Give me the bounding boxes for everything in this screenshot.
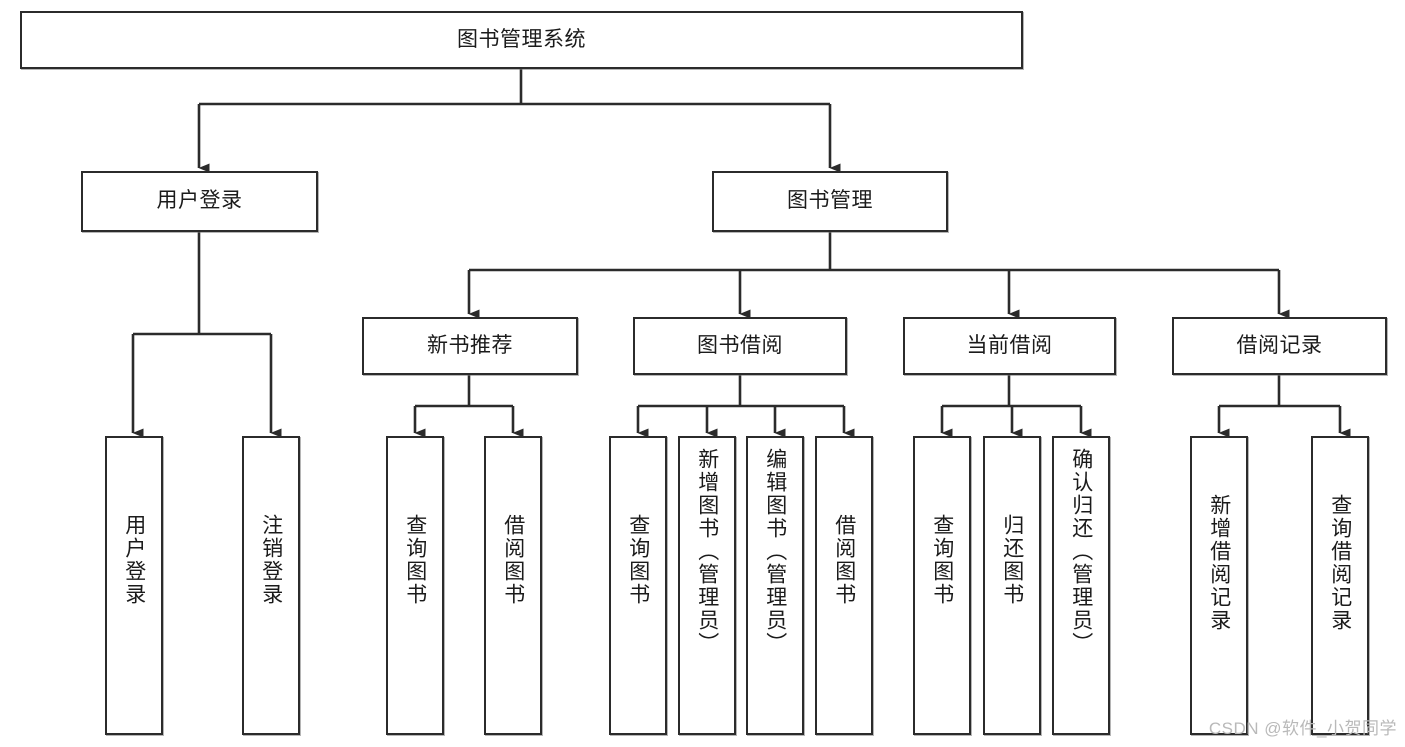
node-user-login-label: 用户登录 [156,189,243,213]
node-user-login[interactable]: 用户登录 [81,171,318,232]
node-root-label: 图书管理系统 [457,27,586,51]
node-leaf-return-book-label: 归还图书 [1000,514,1024,606]
node-leaf-edit-book-admin[interactable]: 编辑图书（管理员） [746,436,804,735]
node-leaf-query-book-1[interactable]: 查询图书 [386,436,444,735]
node-new-book-rec[interactable]: 新书推荐 [362,317,578,375]
node-leaf-confirm-return-admin[interactable]: 确认归还（管理员） [1052,436,1110,735]
node-leaf-query-borrow-record-label: 查询借阅记录 [1328,494,1352,632]
node-leaf-user-login[interactable]: 用户登录 [105,436,163,735]
node-leaf-query-borrow-record[interactable]: 查询借阅记录 [1311,436,1369,735]
node-leaf-user-logout-label: 注销登录 [259,514,283,606]
node-book-manage[interactable]: 图书管理 [712,171,948,232]
node-leaf-query-book-3-label: 查询图书 [930,514,954,606]
node-borrow-record-label: 借阅记录 [1236,333,1323,357]
node-leaf-user-logout[interactable]: 注销登录 [242,436,300,735]
node-leaf-add-book-admin-label: 新增图书（管理员） [695,448,719,655]
node-leaf-query-book-3[interactable]: 查询图书 [913,436,971,735]
node-leaf-add-book-admin[interactable]: 新增图书（管理员） [678,436,736,735]
node-leaf-borrow-book-2[interactable]: 借阅图书 [815,436,873,735]
node-leaf-user-login-label: 用户登录 [122,514,146,606]
node-leaf-borrow-book-1[interactable]: 借阅图书 [484,436,542,735]
node-leaf-query-book-2-label: 查询图书 [626,514,650,606]
node-leaf-edit-book-admin-label: 编辑图书（管理员） [763,448,787,655]
node-leaf-add-borrow-record[interactable]: 新增借阅记录 [1190,436,1248,735]
node-leaf-return-book[interactable]: 归还图书 [983,436,1041,735]
watermark-text: CSDN @软件_小贺同学 [1208,719,1397,738]
node-book-borrow-label: 图书借阅 [697,333,783,357]
node-book-manage-label: 图书管理 [787,189,873,213]
node-leaf-add-borrow-record-label: 新增借阅记录 [1207,494,1231,632]
node-root[interactable]: 图书管理系统 [20,11,1023,69]
node-borrow-record[interactable]: 借阅记录 [1172,317,1387,375]
node-current-borrow-label: 当前借阅 [966,333,1053,357]
node-current-borrow[interactable]: 当前借阅 [903,317,1116,375]
node-leaf-confirm-return-admin-label: 确认归还（管理员） [1069,448,1093,655]
node-leaf-borrow-book-2-label: 借阅图书 [832,514,856,606]
node-leaf-query-book-2[interactable]: 查询图书 [609,436,667,735]
node-leaf-borrow-book-1-label: 借阅图书 [501,514,525,606]
node-new-book-rec-label: 新书推荐 [427,333,513,357]
node-book-borrow[interactable]: 图书借阅 [633,317,847,375]
node-leaf-query-book-1-label: 查询图书 [403,514,427,606]
